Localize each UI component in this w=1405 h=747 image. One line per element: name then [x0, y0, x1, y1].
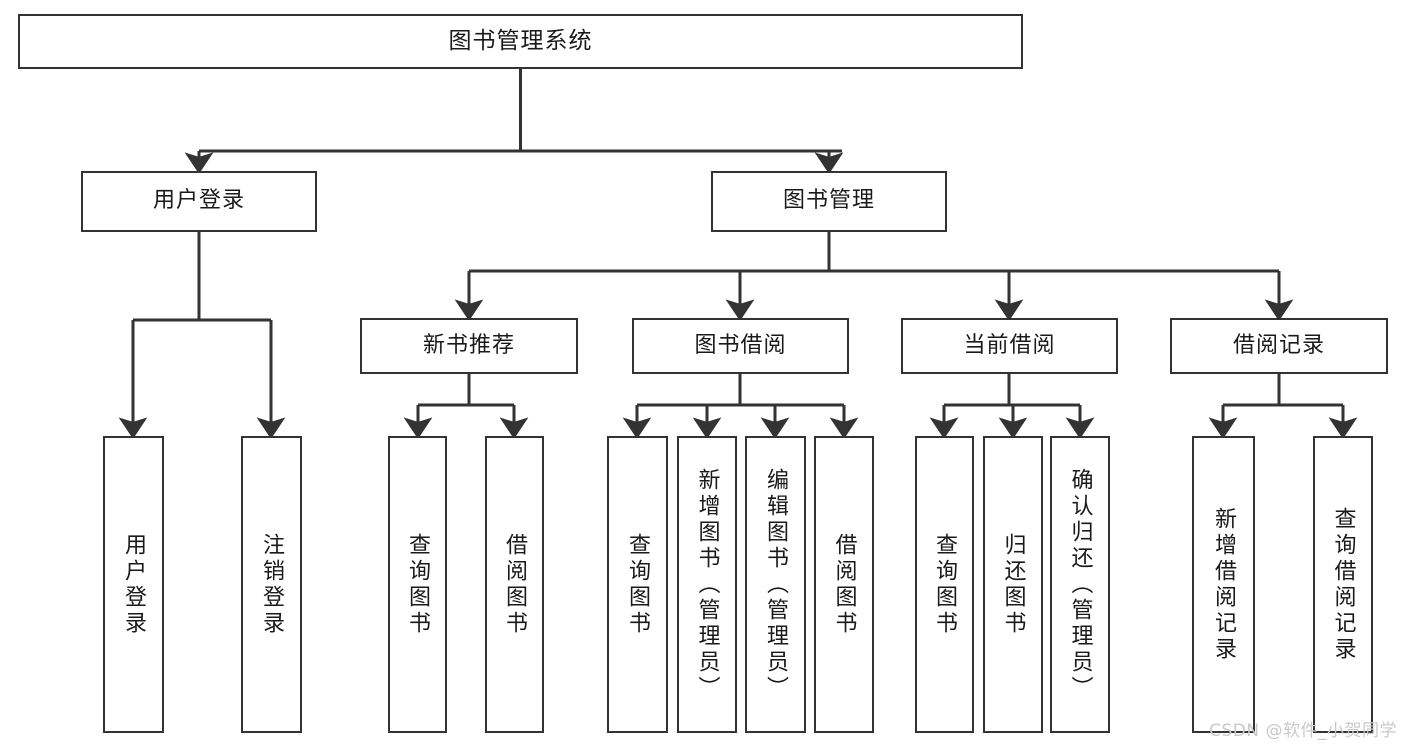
node-book-management[interactable]: 图书管理 — [711, 171, 947, 232]
node-leaf-query-book-borrow[interactable]: 查询图书 — [607, 436, 668, 733]
node-leaf-confirm-return-admin-label: 确认归还（管理员） — [1067, 467, 1093, 702]
node-leaf-return-book-label: 归还图书 — [1000, 532, 1026, 637]
node-book-borrow[interactable]: 图书借阅 — [632, 318, 849, 374]
node-leaf-user-login-label: 用户登录 — [121, 532, 147, 637]
node-current-borrow-label: 当前借阅 — [963, 332, 1056, 358]
node-leaf-add-borrow-record[interactable]: 新增借阅记录 — [1192, 436, 1255, 733]
node-leaf-query-borrow-record-label: 查询借阅记录 — [1330, 506, 1356, 663]
node-leaf-return-book[interactable]: 归还图书 — [983, 436, 1043, 733]
node-leaf-query-book-rec[interactable]: 查询图书 — [388, 436, 447, 733]
node-root-label: 图书管理系统 — [448, 27, 593, 54]
node-leaf-borrow-book-label: 借阅图书 — [831, 532, 857, 637]
node-book-borrow-label: 图书借阅 — [694, 332, 787, 358]
node-leaf-add-borrow-record-label: 新增借阅记录 — [1211, 506, 1237, 663]
node-leaf-add-book-admin[interactable]: 新增图书（管理员） — [677, 436, 737, 733]
node-leaf-edit-book-admin[interactable]: 编辑图书（管理员） — [745, 436, 806, 733]
node-book-management-label: 图书管理 — [782, 188, 875, 214]
node-root[interactable]: 图书管理系统 — [18, 14, 1023, 69]
node-leaf-query-book-current[interactable]: 查询图书 — [915, 436, 974, 733]
node-leaf-query-book-rec-label: 查询图书 — [405, 532, 431, 637]
node-leaf-borrow-book-rec[interactable]: 借阅图书 — [485, 436, 544, 733]
csdn-watermark: CSDN @软件_小贺同学 — [1209, 721, 1397, 741]
node-leaf-confirm-return-admin[interactable]: 确认归还（管理员） — [1050, 436, 1110, 733]
node-leaf-query-borrow-record[interactable]: 查询借阅记录 — [1313, 436, 1373, 733]
node-new-book-recommend[interactable]: 新书推荐 — [360, 318, 578, 374]
node-leaf-user-logout[interactable]: 注销登录 — [241, 436, 302, 733]
node-leaf-edit-book-admin-label: 编辑图书（管理员） — [763, 467, 789, 702]
node-leaf-borrow-book[interactable]: 借阅图书 — [814, 436, 874, 733]
node-leaf-user-logout-label: 注销登录 — [259, 532, 285, 637]
node-leaf-borrow-book-rec-label: 借阅图书 — [502, 532, 528, 637]
node-user-login[interactable]: 用户登录 — [81, 171, 317, 232]
node-leaf-query-book-current-label: 查询图书 — [932, 532, 958, 637]
node-leaf-query-book-borrow-label: 查询图书 — [625, 532, 651, 637]
node-borrow-record[interactable]: 借阅记录 — [1170, 318, 1388, 374]
node-leaf-add-book-admin-label: 新增图书（管理员） — [694, 467, 720, 702]
node-user-login-label: 用户登录 — [152, 188, 245, 214]
node-current-borrow[interactable]: 当前借阅 — [901, 318, 1118, 374]
node-borrow-record-label: 借阅记录 — [1232, 332, 1325, 358]
node-new-book-recommend-label: 新书推荐 — [422, 332, 515, 358]
node-leaf-user-login[interactable]: 用户登录 — [103, 436, 164, 733]
